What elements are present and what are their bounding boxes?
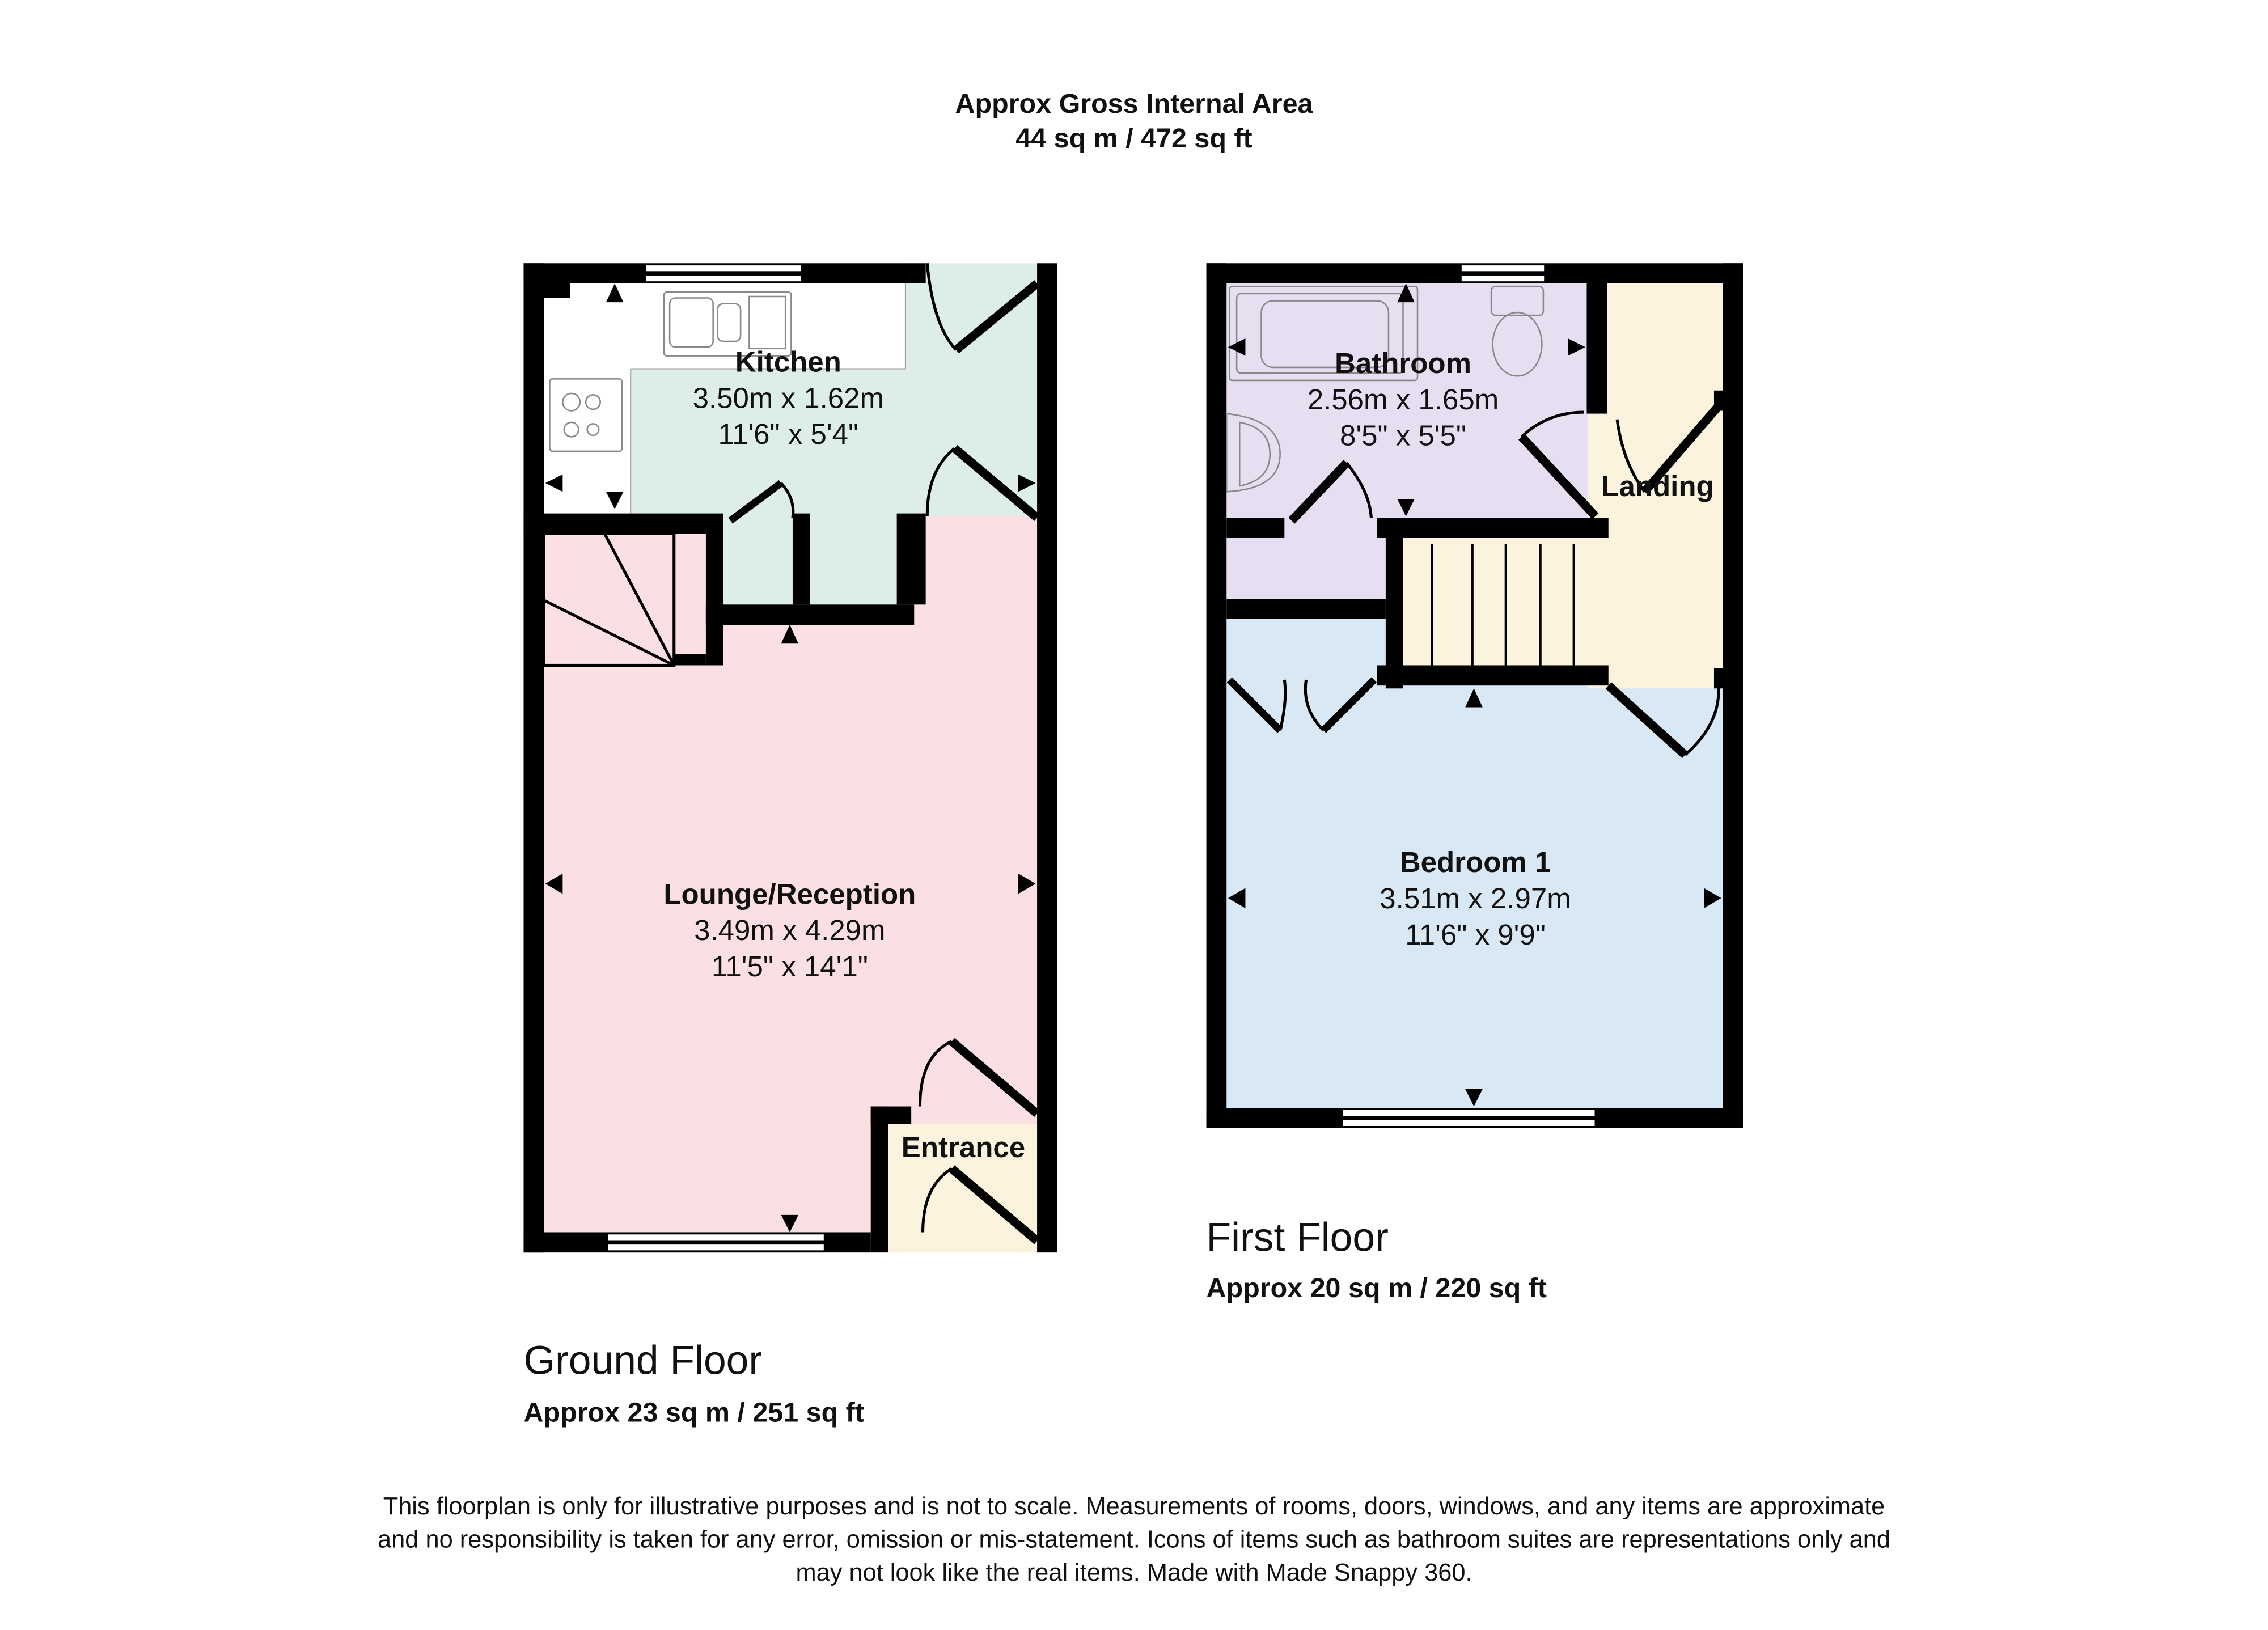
landing-fill: [1588, 283, 1723, 689]
kitchen-imperial: 11'6" x 5'4": [718, 418, 858, 450]
bathroom-fill: [1226, 283, 1589, 518]
entrance-name: Entrance: [902, 1131, 1025, 1163]
bath-icon: [1229, 285, 1419, 382]
entrance-fill: [888, 1124, 1038, 1253]
sink-icon: [663, 291, 792, 357]
dimension-arrow-icons: [1228, 283, 1721, 1107]
ground-walls: [523, 263, 1057, 1253]
bedroom-metric: 3.51m x 2.97m: [1380, 882, 1571, 915]
disclaimer-line-1: This floorplan is only for illustrative …: [383, 1493, 1885, 1520]
door-icon: [728, 263, 1040, 1244]
toilet-icon: [1490, 285, 1545, 377]
window-icon: [1342, 264, 1597, 1128]
bathroom-name: Bathroom: [1335, 347, 1471, 379]
first-floor-plan: Bathroom 2.56m x 1.65m 8'5" x 5'5" Landi…: [1206, 263, 1743, 1303]
lounge-imperial: 11'5" x 14'1": [712, 950, 868, 983]
ground-floor-area: Approx 23 sq m / 251 sq ft: [523, 1398, 864, 1428]
bathroom-imperial: 8'5" x 5'5": [1340, 420, 1466, 452]
gross-area-value: 44 sq m / 472 sq ft: [1015, 123, 1252, 154]
landing-name: Landing: [1601, 470, 1713, 502]
lounge-metric: 3.49m x 4.29m: [694, 914, 885, 946]
lounge-name: Lounge/Reception: [663, 878, 916, 910]
ground-floor-plan: Kitchen 3.50m x 1.62m 11'6" x 5'4" Loung…: [523, 263, 1057, 1428]
hob-icon: [549, 378, 623, 452]
ground-floor-label: Ground Floor: [523, 1337, 762, 1383]
stairs-icon: [1431, 544, 1575, 673]
bedroom-imperial: 11'6" x 9'9": [1405, 918, 1546, 951]
kitchen-metric: 3.50m x 1.62m: [693, 382, 884, 414]
dimension-arrow-icons: [545, 283, 1036, 1233]
bathroom-metric: 2.56m x 1.65m: [1308, 383, 1499, 416]
stairs-fill: [1403, 537, 1589, 680]
first-floor-area: Approx 20 sq m / 220 sq ft: [1207, 1273, 1547, 1303]
first-floor-label: First Floor: [1207, 1215, 1389, 1260]
basin-icon: [1225, 413, 1281, 493]
first-walls: [1206, 263, 1743, 1128]
gross-area-title: Approx Gross Internal Area: [955, 88, 1314, 119]
disclaimer-line-2: and no responsibility is taken for any e…: [378, 1526, 1890, 1553]
door-icon: [1226, 405, 1720, 759]
window-icon: [607, 264, 826, 1252]
disclaimer-line-3: may not look like the real items. Made w…: [796, 1559, 1472, 1586]
kitchen-name: Kitchen: [735, 346, 841, 378]
bedroom-name: Bedroom 1: [1400, 846, 1551, 878]
